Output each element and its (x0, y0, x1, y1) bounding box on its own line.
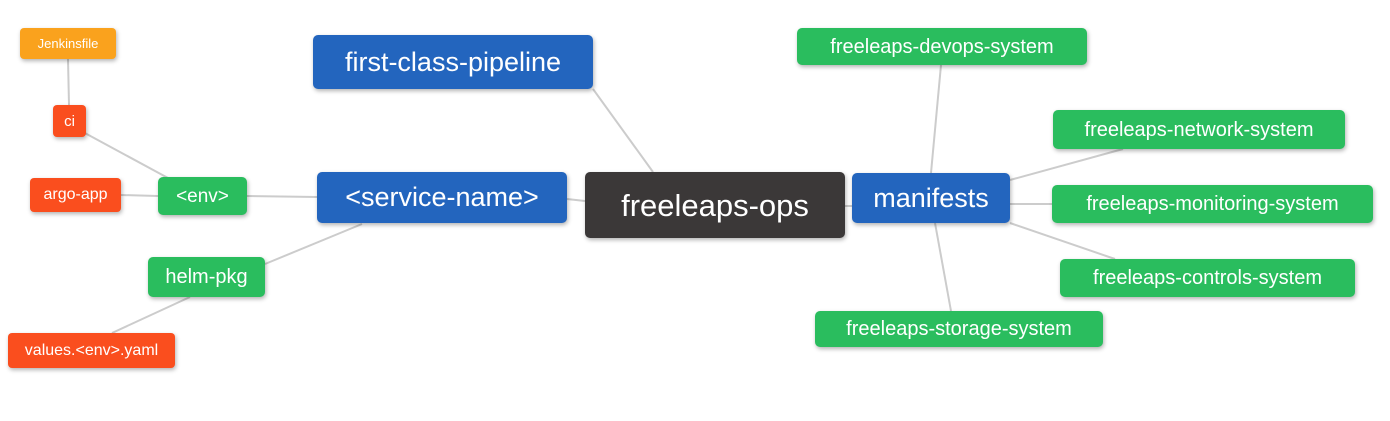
edge-manifests-controls (1009, 222, 1116, 260)
node-values-env-yaml[interactable]: values.<env>.yaml (8, 333, 175, 368)
edge-argo-app-env (120, 194, 159, 197)
node-first-class-pipeline[interactable]: first-class-pipeline (313, 35, 593, 89)
edge-helm-pkg-service-name (264, 223, 363, 265)
edge-pipeline-freeleaps-ops (592, 88, 654, 173)
node-env[interactable]: <env> (158, 177, 247, 215)
edge-jenkinsfile-ci (67, 58, 70, 106)
node-ci[interactable]: ci (53, 105, 86, 137)
node-helm-pkg[interactable]: helm-pkg (148, 257, 265, 297)
node-argo-app[interactable]: argo-app (30, 178, 121, 212)
node-service-name[interactable]: <service-name> (317, 172, 567, 223)
node-freeleaps-monitoring-system[interactable]: freeleaps-monitoring-system (1052, 185, 1373, 223)
node-freeleaps-controls-system[interactable]: freeleaps-controls-system (1060, 259, 1355, 297)
edge-ci-env (82, 131, 169, 179)
edge-values-helm-pkg (111, 296, 191, 334)
node-freeleaps-devops-system[interactable]: freeleaps-devops-system (797, 28, 1087, 65)
edge-manifests-network (1009, 148, 1124, 181)
node-freeleaps-storage-system[interactable]: freeleaps-storage-system (815, 311, 1103, 347)
edge-manifests-storage (934, 222, 952, 312)
edge-manifests-devops (930, 64, 942, 174)
node-jenkinsfile[interactable]: Jenkinsfile (20, 28, 116, 59)
node-freeleaps-ops[interactable]: freeleaps-ops (585, 172, 845, 238)
edge-service-name-freeleaps-ops (566, 198, 586, 202)
node-manifests[interactable]: manifests (852, 173, 1010, 223)
node-freeleaps-network-system[interactable]: freeleaps-network-system (1053, 110, 1345, 149)
edge-env-service-name (246, 195, 318, 198)
